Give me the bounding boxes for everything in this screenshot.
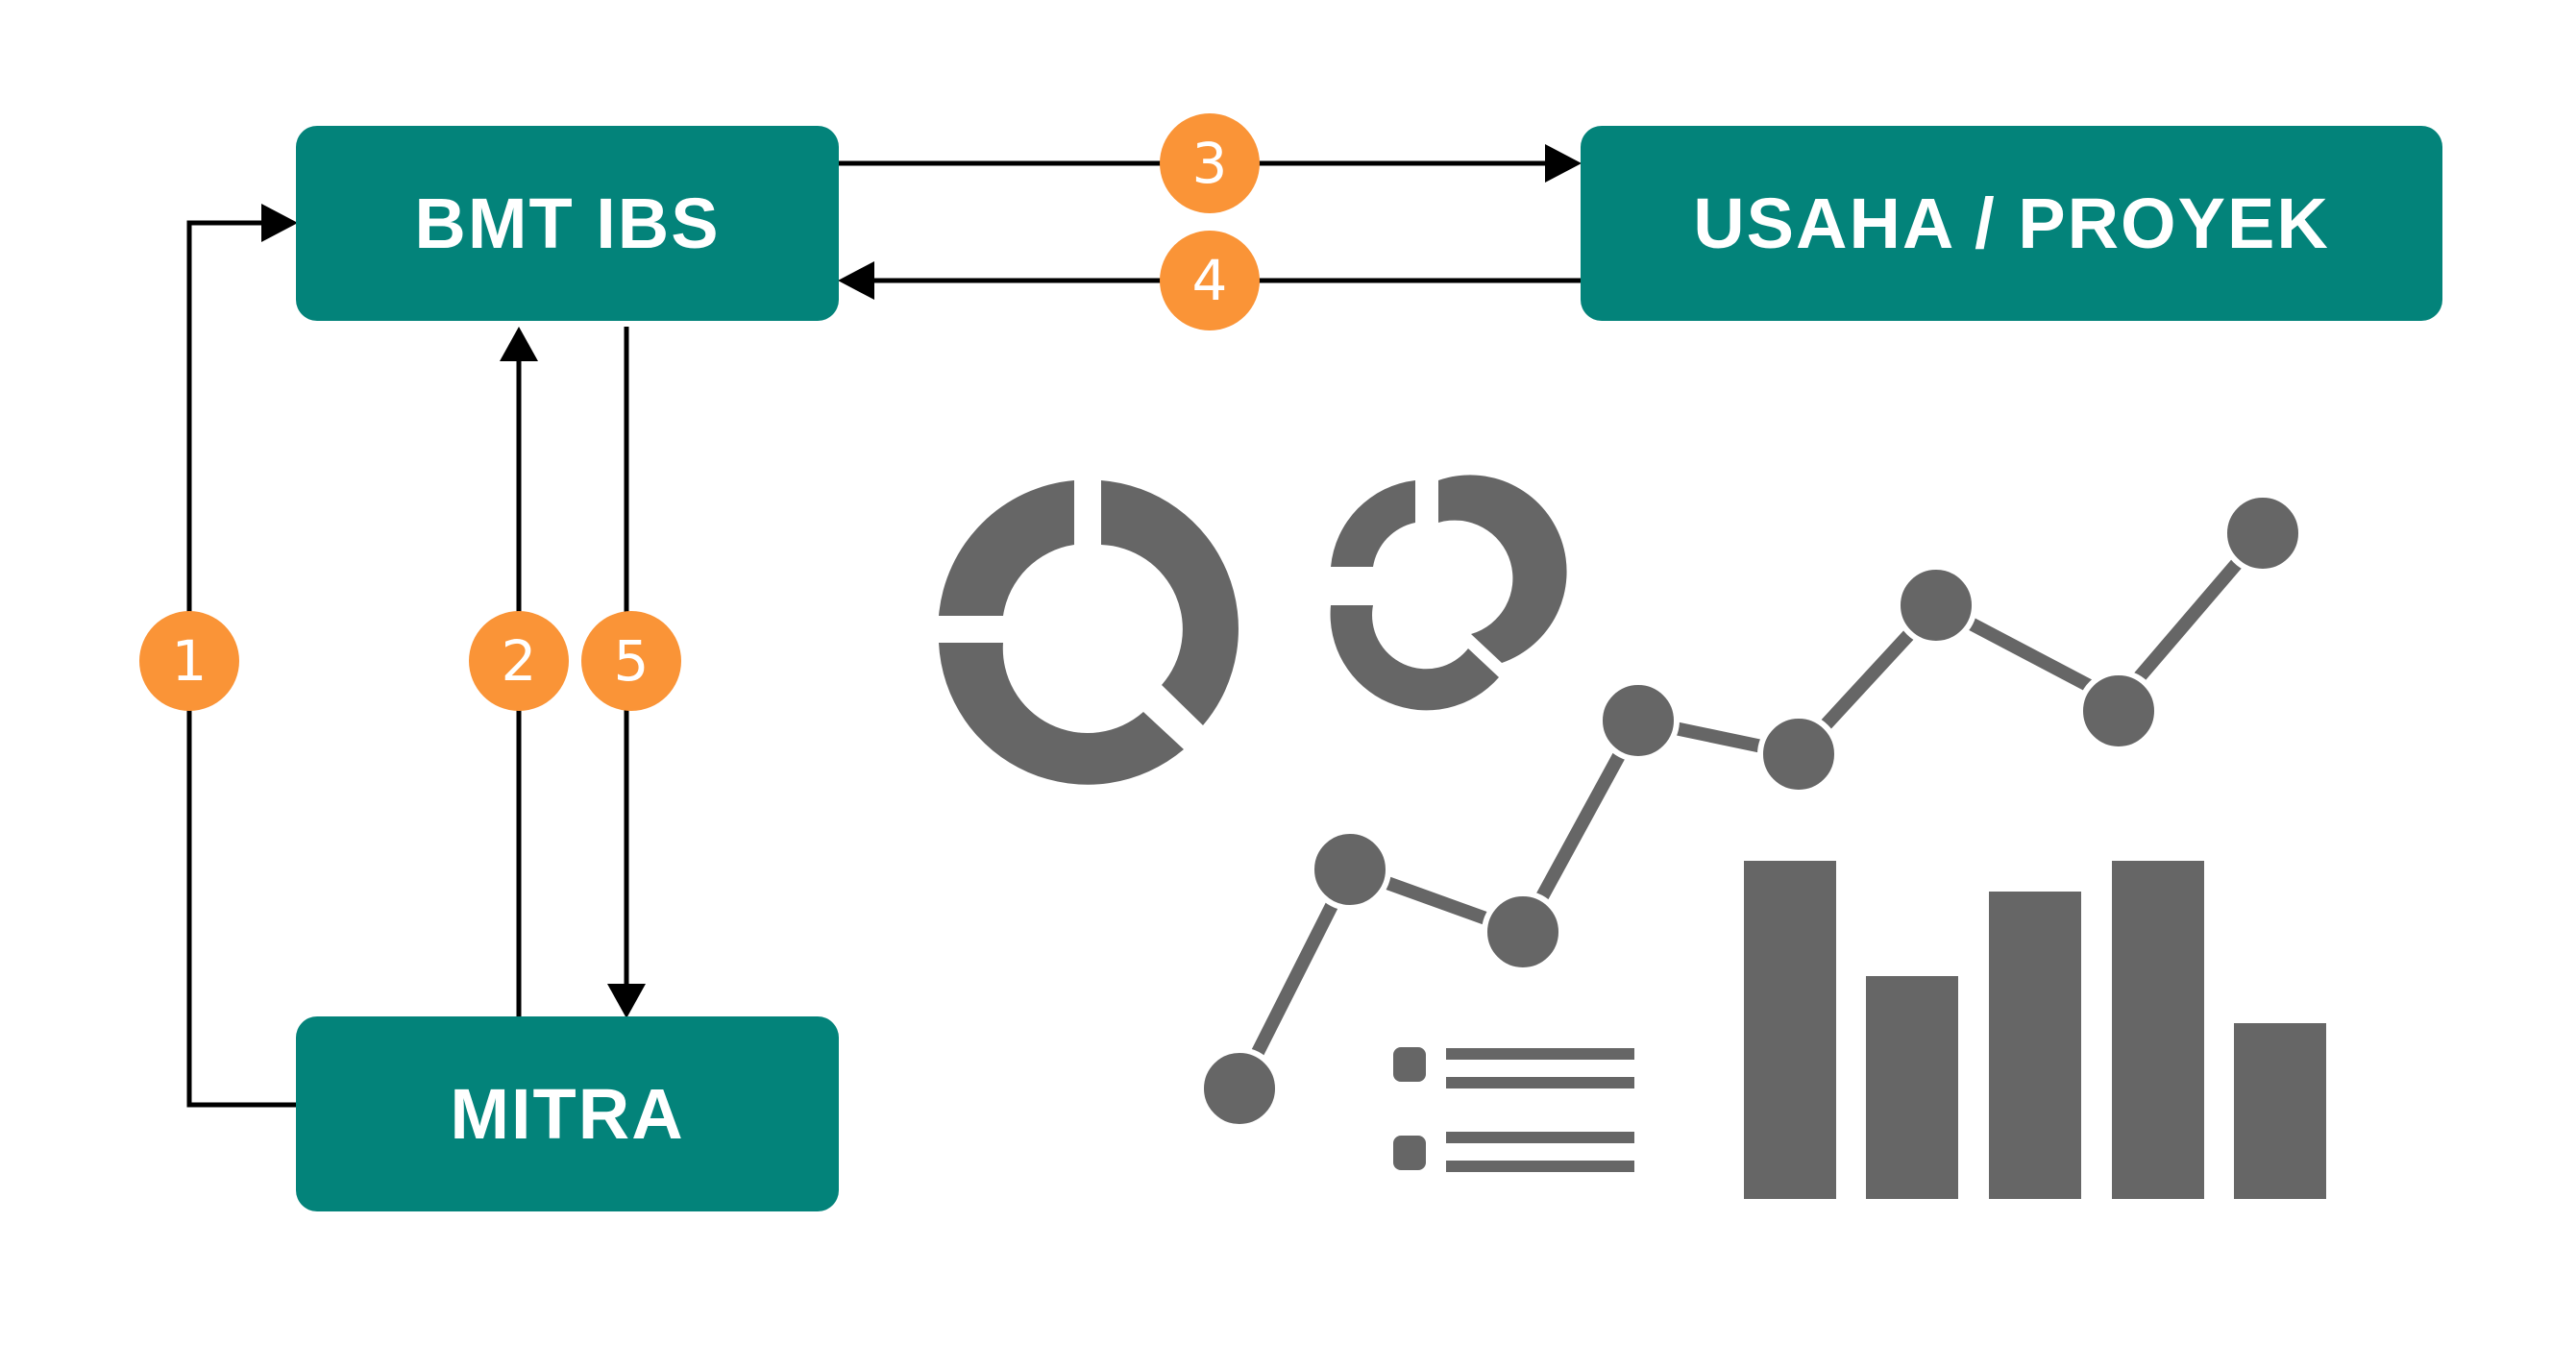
node-mitra-label: MITRA	[450, 1074, 685, 1154]
node-bmt-ibs: BMT IBS	[296, 126, 839, 321]
node-mitra: MITRA	[296, 1016, 839, 1211]
step-number: 2	[501, 628, 537, 694]
step-badge-3: 3	[1160, 113, 1260, 213]
step-number: 4	[1191, 248, 1228, 313]
arrow-3-head	[1545, 144, 1582, 183]
legend-list-icon	[1393, 1047, 1634, 1172]
arrow-1-head	[261, 204, 298, 242]
step-badge-5: 5	[581, 611, 681, 711]
illustration	[939, 475, 2326, 1199]
line-chart-icon	[1198, 492, 2304, 1130]
step-badge-4: 4	[1160, 231, 1260, 330]
step-badge-1: 1	[139, 611, 239, 711]
arrow-4-head	[838, 261, 874, 300]
bar-chart-icon	[1744, 861, 2326, 1199]
step-number: 3	[1191, 131, 1228, 196]
node-usaha-proyek-label: USAHA / PROYEK	[1693, 183, 2330, 263]
arrow-2-head	[500, 327, 538, 361]
step-number: 5	[613, 628, 650, 694]
arrow-5-head	[607, 984, 646, 1018]
donut-chart-icon	[939, 480, 1239, 785]
step-number: 1	[171, 628, 208, 694]
step-badge-2: 2	[469, 611, 569, 711]
donut-chart-icon	[1330, 475, 1567, 711]
node-bmt-ibs-label: BMT IBS	[414, 183, 721, 263]
node-usaha-proyek: USAHA / PROYEK	[1581, 126, 2442, 321]
